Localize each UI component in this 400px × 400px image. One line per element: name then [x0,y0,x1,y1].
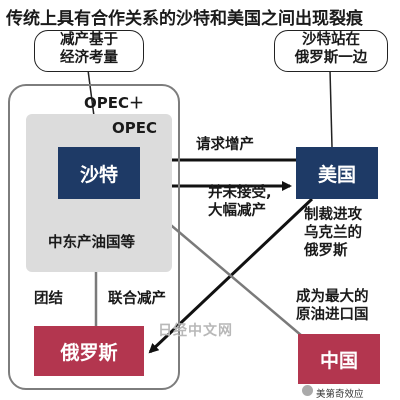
china-note-line-1: 成为最大的 [296,289,369,305]
relation-saudi-to-usa-line-1: 并未接受, [208,185,272,201]
usa-callout-line-1: 沙特站在 [302,32,360,48]
china-note: 成为最大的 原油进口国 [296,288,369,324]
relation-usa-to-saudi: 请求增产 [196,137,254,153]
wechat-logo-icon [302,385,313,396]
diagram-title: 传统上具有合作关系的沙特和美国之间出现裂痕 [6,9,363,29]
china-note-line-2: 原油进口国 [296,307,369,323]
watermark: 日经中文网 [158,323,233,339]
relation-saudi-to-usa-line-2: 大幅减产 [208,203,266,219]
relation-joint-cut: 联合减产 [108,291,166,307]
saudi-callout-line-2: 经济考量 [60,50,118,66]
country-china: 中国 [298,334,380,384]
usa-callout: 沙特站在 俄罗斯一边 [274,30,388,72]
opec-label: OPEC [112,119,157,137]
usa-callout-tail [329,69,333,148]
opec-plus-group [8,84,180,390]
source-credit: 美第奇效应 [316,389,364,400]
relation-saudi-to-usa: 并未接受, 大幅减产 [208,184,272,220]
saudi-callout-line-1: 减产基于 [60,32,118,48]
country-usa: 美国 [296,147,378,199]
saudi-callout: 减产基于 经济考量 [34,30,144,72]
country-saudi: 沙特 [58,147,140,199]
country-russia: 俄罗斯 [34,326,144,376]
relation-usa-to-russia-line-2: 乌克兰的 [304,225,362,241]
relation-usa-to-russia-line-3: 俄罗斯 [304,243,348,259]
usa-callout-line-2: 俄罗斯一边 [294,50,368,66]
relation-usa-to-russia: 制裁进攻 乌克兰的 俄罗斯 [304,206,362,260]
opec-plus-label: OPEC＋ [84,94,145,112]
mideast-producers-label: 中东产油国等 [48,235,135,251]
relation-usa-to-russia-line-1: 制裁进攻 [304,207,362,223]
relation-saudi-russia-unity: 团结 [34,291,63,307]
